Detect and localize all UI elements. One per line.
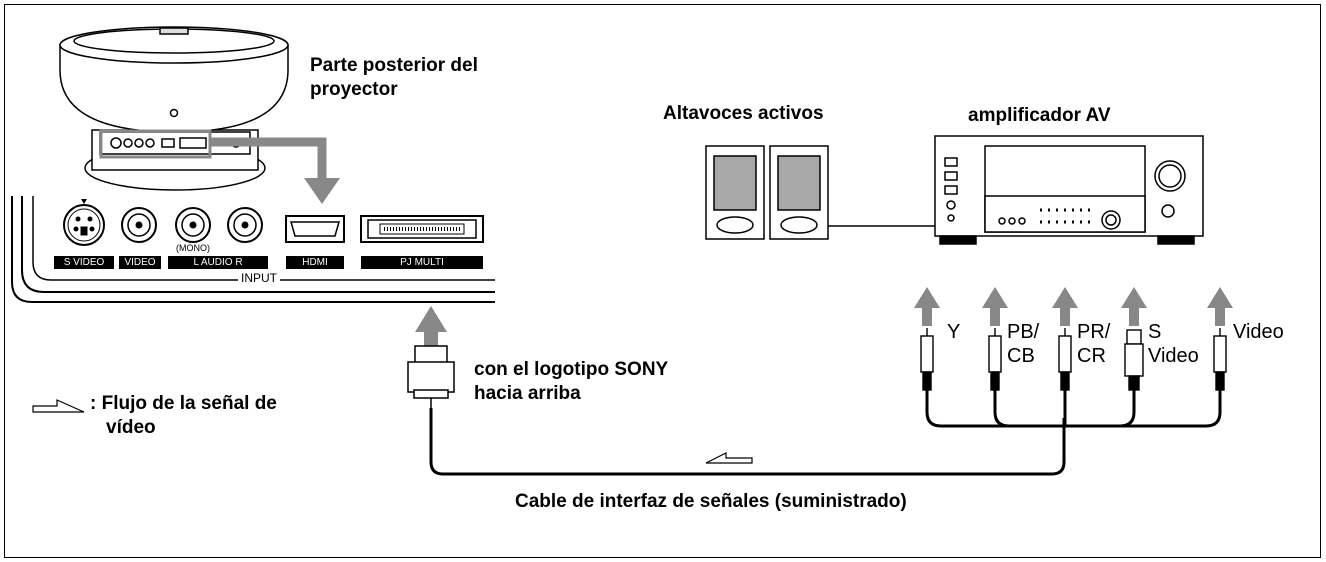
projector-illustration — [59, 26, 289, 191]
port-label-mono: (MONO) — [176, 243, 210, 253]
component-cable-plugs — [920, 328, 1227, 391]
component-cable-bundle — [925, 390, 1222, 428]
active-speakers-label: Altavoces activos — [663, 103, 824, 124]
port-label-audio: L AUDIO R — [168, 256, 268, 269]
active-speakers-illustration — [705, 145, 935, 240]
sony-logo-note: con el logotipo SONY hacia arriba — [474, 359, 669, 404]
input-panel-label: INPUT — [238, 271, 280, 285]
signal-flow-legend-arrow — [32, 399, 85, 413]
av-amplifier-illustration — [934, 135, 1204, 245]
signal-flow-legend-arrow-cable — [705, 452, 753, 464]
port-label-pj-multi: PJ MULTI — [361, 256, 483, 269]
input-panel — [11, 196, 495, 303]
diagram-frame — [4, 4, 1321, 558]
av-amplifier-label: amplificador AV — [968, 105, 1111, 126]
port-label-s-video: S VIDEO — [54, 256, 114, 269]
connector-label-video: Video — [1233, 321, 1284, 343]
connector-label-s-video: S Video — [1148, 321, 1199, 367]
port-label-hdmi: HDMI — [286, 256, 344, 269]
pj-multi-connector-plug — [407, 345, 455, 408]
port-label-video: VIDEO — [119, 256, 161, 269]
signal-interface-cable — [429, 408, 1066, 476]
connector-label-y: Y — [947, 321, 961, 343]
connector-label-pb: PB/ CB — [1007, 321, 1040, 367]
projector-rear-label: Parte posterior del proyector — [310, 55, 478, 100]
signal-flow-legend-text: : Flujo de la señal de vídeo — [90, 393, 277, 438]
signal-flow-arrow-projector — [99, 129, 340, 204]
connector-label-pr: PR/ CR — [1077, 321, 1111, 367]
cable-label: Cable de interfaz de señales (suministra… — [515, 491, 907, 512]
signal-flow-arrows-amplifier — [914, 287, 1233, 326]
